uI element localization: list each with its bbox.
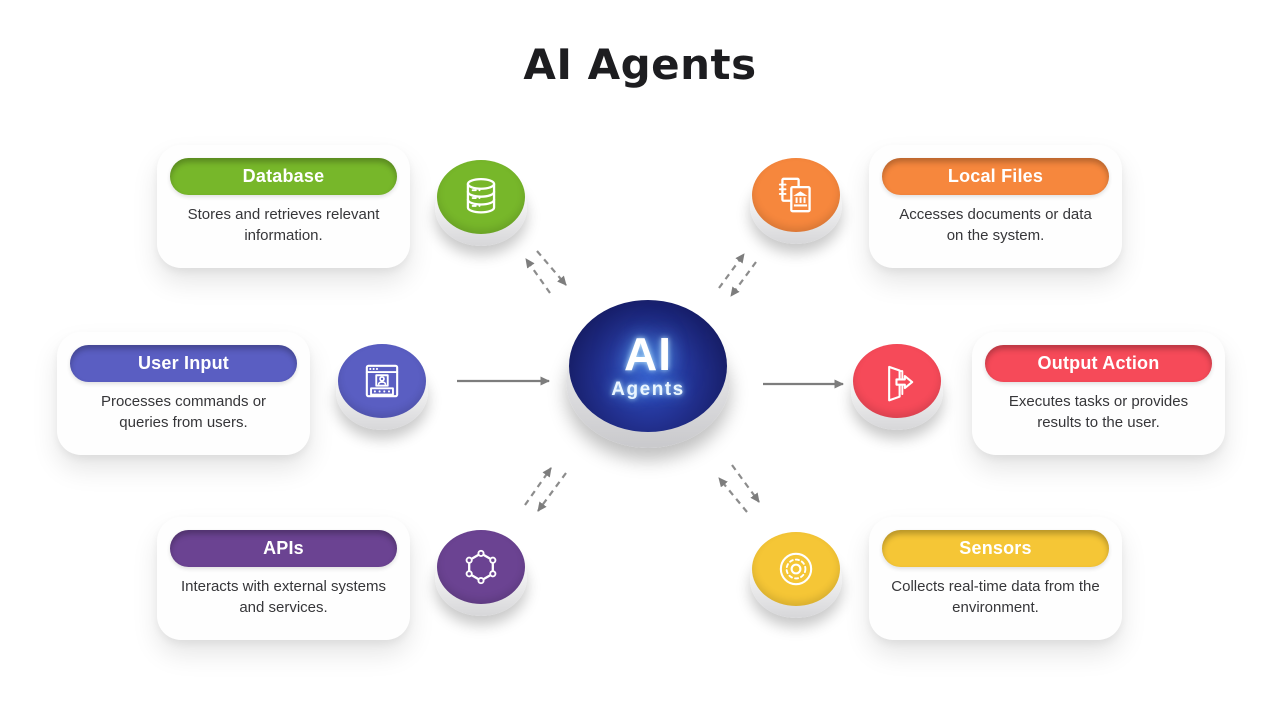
database-description: Stores and retrieves relevant informatio…	[187, 206, 380, 244]
ai-agents-node: AI Agents	[566, 300, 730, 448]
sensors-icon-button	[750, 532, 842, 620]
output-action-title: Output Action	[1037, 353, 1160, 373]
output-action-card: Output Action Executes tasks or provides…	[972, 332, 1225, 455]
arrow-sensors-to-center	[718, 477, 748, 513]
radar-icon	[752, 532, 840, 606]
sensors-description: Collects real-time data from the environ…	[891, 578, 1100, 616]
arrow-center-to-localfiles	[718, 253, 745, 289]
output-action-icon-button	[851, 344, 943, 432]
output-action-pill: Output Action	[985, 345, 1212, 382]
documents-icon	[752, 158, 840, 232]
arrow-center-to-sensors	[731, 464, 760, 503]
apis-description: Interacts with external systems and serv…	[180, 578, 387, 616]
arrow-localfiles-to-center	[730, 261, 757, 297]
arrow-database-to-center	[536, 250, 567, 286]
database-title: Database	[242, 166, 325, 186]
local-files-title: Local Files	[947, 166, 1044, 186]
local-files-icon-button	[750, 158, 842, 246]
arrow-center-to-database	[525, 258, 551, 294]
output-action-description: Executes tasks or provides results to th…	[1008, 393, 1189, 431]
arrow-apis-to-center	[524, 467, 552, 506]
hexagon-network-icon	[437, 530, 525, 604]
browser-user-icon	[338, 344, 426, 418]
center-label-agents: Agents	[611, 379, 685, 400]
user-input-description: Processes commands or queries from users…	[100, 393, 267, 431]
apis-card: APIs Interacts with external systems and…	[157, 517, 410, 640]
apis-title: APIs	[263, 538, 304, 558]
apis-icon-button	[435, 530, 527, 618]
user-input-icon-button	[336, 344, 428, 432]
local-files-card: Local Files Accesses documents or data o…	[869, 145, 1122, 268]
user-input-title: User Input	[137, 353, 229, 373]
user-input-card: User Input Processes commands or queries…	[57, 332, 310, 455]
database-icon	[437, 160, 525, 234]
database-pill: Database	[170, 158, 397, 195]
user-input-pill: User Input	[70, 345, 297, 382]
center-label-ai: AI	[624, 328, 672, 380]
database-icon-button	[435, 160, 527, 248]
database-card: Database Stores and retrieves relevant i…	[157, 145, 410, 268]
local-files-pill: Local Files	[882, 158, 1109, 195]
local-files-description: Accesses documents or data on the system…	[899, 206, 1092, 244]
sensors-card: Sensors Collects real-time data from the…	[869, 517, 1122, 640]
page-title: AI Agents	[523, 40, 757, 89]
apis-pill: APIs	[170, 530, 397, 567]
ai-agents-circle: AI Agents	[569, 300, 727, 432]
sensors-title: Sensors	[959, 538, 1032, 558]
sensors-pill: Sensors	[882, 530, 1109, 567]
arrow-center-to-apis	[537, 472, 567, 512]
door-exit-icon	[853, 344, 941, 418]
